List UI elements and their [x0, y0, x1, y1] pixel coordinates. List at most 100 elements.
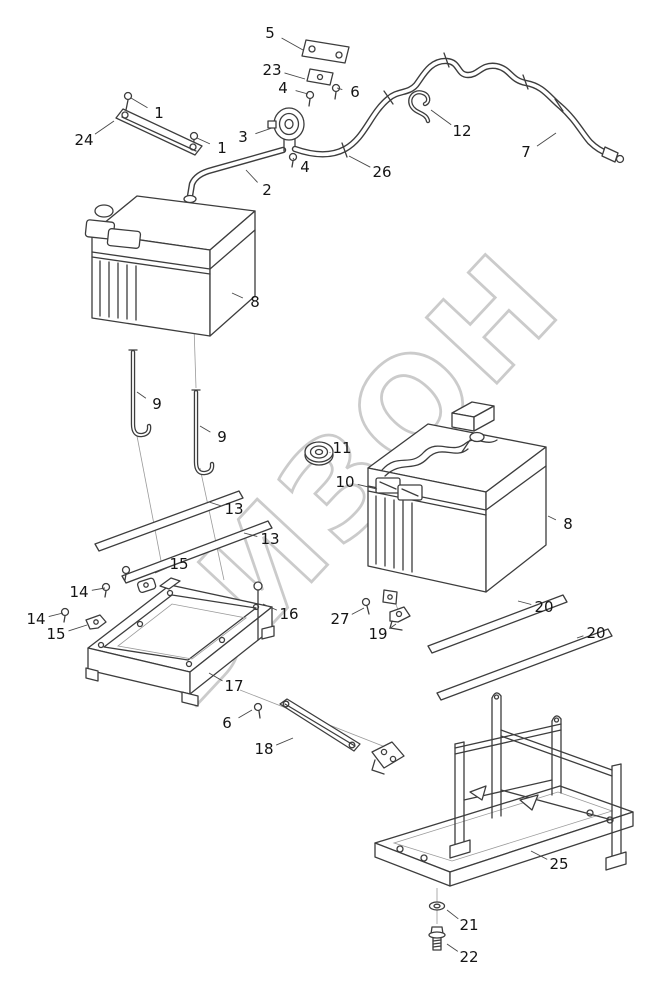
screw-4-lower [288, 152, 298, 168]
rod-9-right [191, 389, 215, 476]
callout-label-11: 11 [332, 439, 351, 457]
callout-label-20: 20 [534, 598, 553, 616]
callout-label-22: 22 [459, 948, 478, 966]
hose-clamp-ticks [341, 52, 564, 158]
rod-9-left [128, 349, 152, 438]
callout-label-8: 8 [563, 515, 573, 533]
callout-label-18: 18 [254, 740, 273, 758]
hold-strip-13-a [94, 490, 244, 552]
stand-post-a [491, 692, 502, 819]
callout-leader-20 [517, 600, 532, 605]
stud-16 [253, 581, 263, 641]
clamp-15-b [85, 614, 107, 630]
callout-label-17: 17 [224, 677, 243, 695]
callout-leader-22 [446, 943, 459, 952]
callout-label-4: 4 [278, 79, 288, 97]
callout-label-3: 3 [238, 128, 248, 146]
callout-label-4: 4 [300, 158, 310, 176]
vent-tube-2 [183, 146, 287, 204]
callout-leader-2 [245, 169, 258, 183]
stand-leg-left [454, 741, 465, 851]
callout-leader-5 [281, 37, 304, 51]
callout-label-10: 10 [335, 473, 354, 491]
bracket-5 [301, 39, 350, 64]
callout-label-13: 13 [260, 530, 279, 548]
callout-leader-7 [536, 132, 557, 147]
screw-4-upper [305, 90, 315, 107]
washer-21 [428, 901, 446, 911]
callout-label-5: 5 [265, 24, 275, 42]
callout-leader-15 [154, 567, 167, 574]
callout-label-1: 1 [217, 139, 227, 157]
callout-leader-10 [357, 483, 378, 490]
battery-left-terminals [84, 204, 142, 249]
strap-18 [279, 698, 361, 752]
bolt-27 [361, 597, 371, 615]
stand-leg-right [611, 763, 622, 863]
screw-14-b [60, 607, 70, 623]
callout-label-12: 12 [452, 122, 471, 140]
callout-label-23: 23 [262, 61, 281, 79]
callout-leader-19 [389, 623, 397, 630]
callout-label-25: 25 [549, 855, 568, 873]
callout-leader-4 [292, 157, 295, 161]
callout-leader-24 [94, 120, 115, 135]
bracket-19 [389, 606, 411, 631]
hold-strip-20-a [427, 594, 568, 654]
hold-strip-13-b [121, 520, 273, 584]
callout-leader-8 [547, 515, 557, 521]
callout-leader-27 [351, 607, 365, 615]
connectors-10 [375, 477, 423, 501]
plate-23 [306, 68, 334, 86]
callout-label-26: 26 [372, 163, 391, 181]
callout-label-9: 9 [217, 428, 227, 446]
hold-strip-20-b [436, 628, 613, 701]
callout-leader-21 [446, 909, 459, 920]
callout-label-6: 6 [222, 714, 232, 732]
callout-leader-17 [208, 672, 223, 682]
clamp-3 [267, 107, 305, 152]
callout-leader-3 [255, 127, 273, 135]
battery-tray-17 [85, 577, 275, 707]
callout-leader-8 [231, 292, 244, 299]
callout-leader-4 [295, 90, 309, 95]
hose-end-fitting [601, 146, 625, 164]
callout-leader-14 [91, 587, 106, 591]
callout-leader-14 [48, 612, 64, 618]
screw-6-upper [331, 83, 341, 100]
callout-leader-1 [196, 137, 211, 145]
callout-label-1: 1 [154, 104, 164, 122]
callout-label-27: 27 [330, 610, 349, 628]
callout-label-13: 13 [224, 500, 243, 518]
grommet-11 [304, 441, 334, 466]
callout-label-8: 8 [250, 293, 260, 311]
callout-leader-25 [530, 850, 548, 860]
callout-label-14: 14 [26, 610, 45, 628]
callout-label-21: 21 [459, 916, 478, 934]
callout-label-2: 2 [262, 181, 272, 199]
callout-label-7: 7 [521, 143, 531, 161]
callout-leader-13 [208, 501, 222, 507]
callout-label-20: 20 [586, 624, 605, 642]
battery-foot-tab [382, 589, 398, 605]
callout-leader-6 [238, 709, 253, 719]
callout-leader-9 [199, 425, 211, 433]
hose-7 [291, 52, 625, 164]
battery-left-cell-lines [99, 260, 137, 321]
screw-14-a [101, 582, 111, 598]
hinge-bracket-18 [371, 741, 405, 775]
callout-leader-13 [243, 532, 258, 537]
stand-post-b [551, 715, 562, 796]
battery-right-cell-lines [375, 495, 413, 573]
callout-leader-20 [576, 635, 584, 639]
callout-leader-12 [430, 109, 452, 126]
callout-label-15: 15 [46, 625, 65, 643]
callout-leader-16 [262, 603, 278, 611]
terminal-box [451, 401, 495, 453]
clamp-15-a [121, 565, 157, 594]
callout-leader-23 [284, 72, 306, 80]
callout-leader-6 [336, 87, 343, 91]
